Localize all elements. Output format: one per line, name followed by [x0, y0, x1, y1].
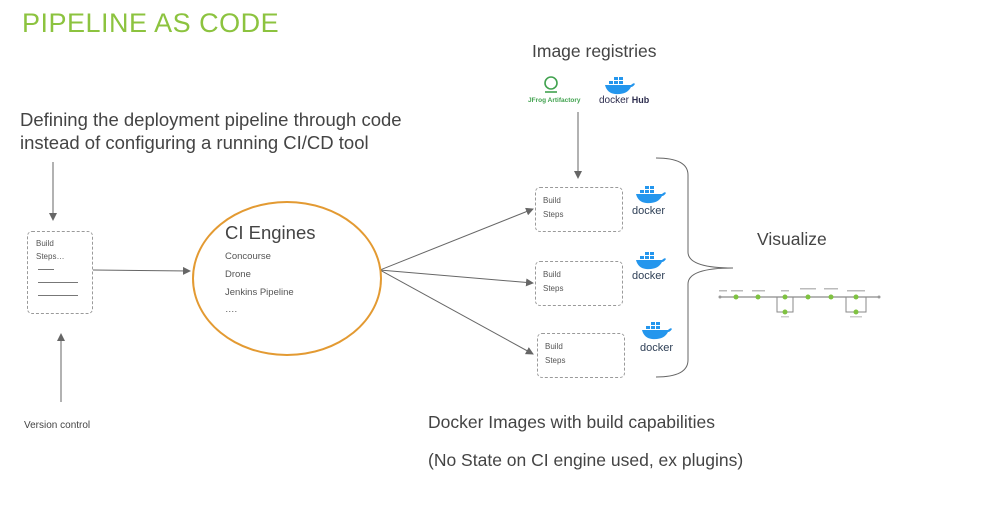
docker-whale-icon	[605, 77, 635, 95]
build-card-line-1: Build	[543, 196, 561, 205]
docker-logo-text: docker	[632, 270, 666, 282]
code-line	[38, 269, 54, 270]
image-registries-title: Image registries	[532, 41, 657, 61]
docker-whale-icon	[636, 186, 666, 204]
engine-item: ….	[225, 304, 238, 315]
intro-text: Defining the deployment pipeline through…	[20, 108, 402, 154]
build-card: Build Steps	[537, 333, 625, 378]
code-line	[38, 282, 78, 283]
right-brace	[655, 157, 734, 378]
docker-hub-label: docker Hub	[599, 95, 649, 106]
visualize-label: Visualize	[757, 229, 827, 249]
arrow-engine-to-build-1	[379, 207, 534, 271]
build-card-line-2: Steps	[545, 356, 566, 365]
ci-engines-title: CI Engines	[225, 222, 316, 243]
slide-title: PIPELINE AS CODE	[22, 8, 280, 38]
jfrog-frog-icon	[544, 76, 558, 93]
pipeline-visualization	[718, 288, 881, 318]
card-line-2: Steps…	[36, 252, 65, 261]
engine-item: Concourse	[225, 251, 271, 262]
docker-hub-wordmark: docker	[599, 95, 630, 106]
build-card: Build Steps	[535, 187, 623, 232]
version-control-label: Version control	[24, 420, 91, 431]
docker-whale-icon	[642, 322, 672, 340]
code-line	[38, 295, 78, 296]
footer-line-1: Docker Images with build capabilities	[428, 412, 715, 432]
build-card-line-2: Steps	[543, 210, 564, 219]
arrow-engine-to-build-3	[379, 269, 534, 355]
engine-item: Drone	[225, 269, 251, 280]
ci-engines-circle	[192, 201, 382, 356]
build-card-line-1: Build	[543, 270, 561, 279]
pipeline-code-card: Build Steps…	[27, 231, 93, 314]
docker-whale-icon	[636, 252, 666, 270]
jfrog-artifactory-label: JFrog Artifactory	[528, 97, 581, 104]
docker-logo-text: docker	[632, 205, 666, 217]
arrow-card-to-engine	[92, 266, 191, 275]
build-card-line-1: Build	[545, 342, 563, 351]
docker-logo-text: docker	[640, 342, 674, 354]
build-card: Build Steps	[535, 261, 623, 306]
arrow-engine-to-build-2	[379, 269, 534, 287]
intro-line-1: Defining the deployment pipeline through…	[20, 109, 402, 130]
engine-item: Jenkins Pipeline	[225, 287, 294, 298]
footer-line-2: (No State on CI engine used, ex plugins)	[428, 450, 744, 470]
build-card-line-2: Steps	[543, 284, 564, 293]
docker-hub-suffix: Hub	[631, 95, 650, 105]
card-line-1: Build	[36, 239, 54, 248]
intro-line-2: instead of configuring a running CI/CD t…	[20, 132, 369, 153]
